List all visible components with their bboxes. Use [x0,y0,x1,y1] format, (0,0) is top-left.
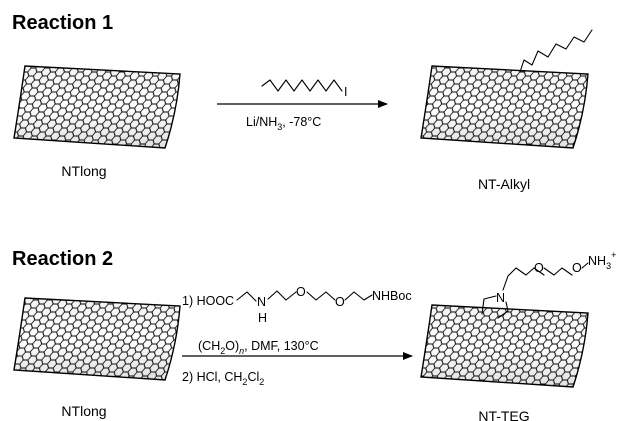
product-ether-o-2: O [572,261,582,275]
reagent-ether-o-1: O [296,285,306,299]
conditions-2a-subscript: 2 [220,346,225,356]
reagent-nh-h: H [258,311,267,325]
product-ether-o-1: O [534,261,544,275]
reactant-label-1: NTlong [61,163,106,179]
conditions-1-part-a: Li/NH [246,115,277,129]
reagent-nh-n: N [257,295,266,309]
reagent-nhboc-label: NHBoc [372,289,412,303]
conditions-2a-part-3: , DMF, 130°C [244,339,318,353]
reagent-ether-o-2: O [335,295,345,309]
reagent-hooc-label: 1) HOOC [182,294,234,308]
nanotube-product-alkyl [420,65,589,149]
conditions-2a-subscript-n: n [239,346,244,356]
nanotube-product-teg [420,304,589,388]
ammonium-subscript: 3 [606,261,611,271]
reactant-label-2: NTlong [61,403,106,419]
product-ammonium-label: NH3+ [588,250,616,271]
conditions-2a-part-1: (CH [198,339,220,353]
product-label-2: NT-TEG [478,408,529,421]
boc-amino-acid-structure: 1) HOOC N H O O NHBoc [182,285,412,325]
conditions-1-part-b: , -78°C [282,115,321,129]
ammonium-charge: + [611,250,616,260]
conditions-2a-part-2: O) [225,339,239,353]
reaction-1-conditions: Li/NH3, -78°C [246,115,321,132]
conditions-2b-part-2: Cl [247,370,259,384]
nanotube-reactant-2 [13,297,181,381]
nanotube-reactant-1 [13,65,181,149]
reaction-1-title: Reaction 1 [12,12,113,34]
conditions-2b-subscript-2: 2 [259,377,264,387]
iodine-atom-label: I [344,85,347,99]
conditions-2b-part-1: 2) HCl, CH [182,370,242,384]
pyrrolidine-teg-group: N O O NH3+ [481,250,616,319]
product-label-1: NT-Alkyl [478,176,530,192]
iodooctane-structure: I [261,79,347,99]
conditions-1-subscript: 3 [277,122,282,132]
reaction-2-conditions-line-1: (CH2O)n, DMF, 130°C [198,339,319,356]
octyl-chain [519,29,593,73]
ammonium-nh: NH [588,254,606,268]
reaction-2-conditions-line-2: 2) HCl, CH2Cl2 [182,370,264,387]
reaction-2-title: Reaction 2 [12,248,113,270]
conditions-2b-subscript-1: 2 [242,377,247,387]
product-pyrrolidine-n: N [496,291,505,305]
